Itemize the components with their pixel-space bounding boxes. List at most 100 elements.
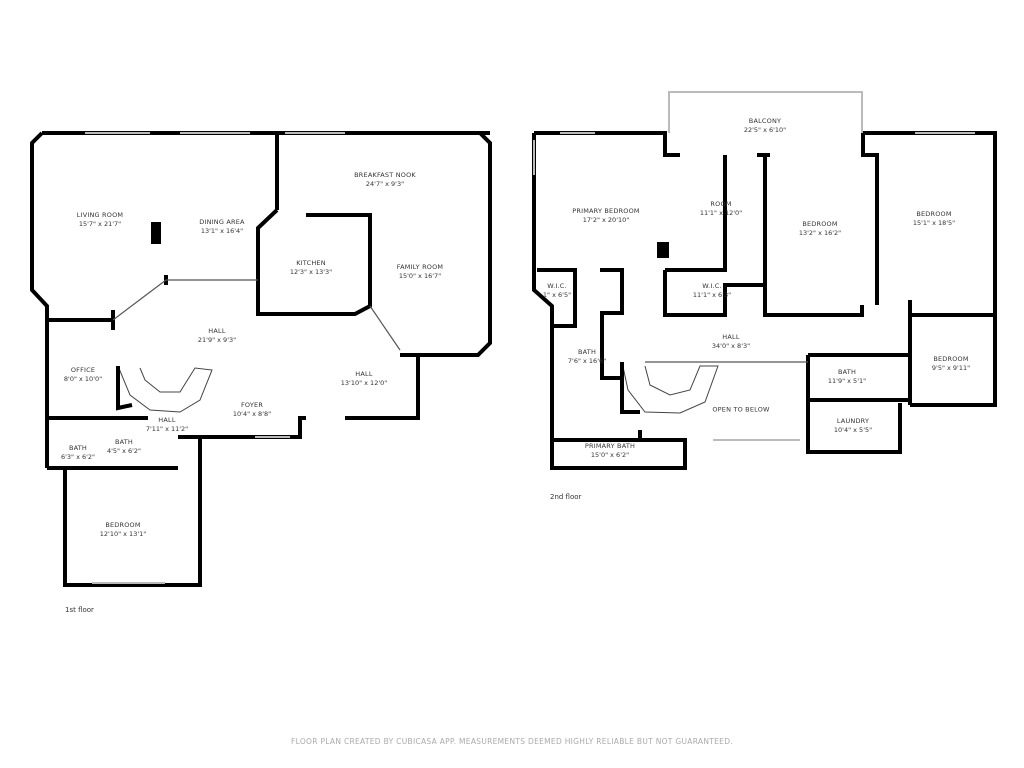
room-name: DINING AREA bbox=[199, 218, 245, 226]
room-dimensions: 13'1" x 16'4" bbox=[200, 227, 244, 235]
room-name: ROOM bbox=[710, 200, 732, 208]
room-name: PRIMARY BATH bbox=[584, 442, 636, 450]
room-name: BALCONY bbox=[748, 117, 782, 125]
room-dimensions: 22'5" x 6'10" bbox=[743, 126, 787, 134]
room-name: BATH bbox=[68, 444, 88, 452]
room-dimensions: 1" x 6'5" bbox=[542, 291, 572, 299]
room-name: HALL bbox=[158, 416, 176, 424]
floor-label-2nd: 2nd floor bbox=[550, 493, 582, 501]
fireplace bbox=[151, 222, 161, 244]
wall bbox=[665, 155, 727, 272]
room-label: OPEN TO BELOW bbox=[712, 406, 769, 415]
room-dimensions: 15'0" x 16'7" bbox=[398, 272, 442, 280]
wall bbox=[400, 131, 492, 357]
room-name: KITCHEN bbox=[296, 259, 326, 267]
room-dimensions: 34'0" x 8'3" bbox=[711, 342, 751, 350]
staircase bbox=[117, 365, 213, 413]
wall bbox=[116, 366, 133, 411]
room-name: W.I.C. bbox=[702, 282, 722, 290]
room-dimensions: 15'1" x 18'5" bbox=[912, 219, 956, 227]
wall bbox=[620, 362, 640, 414]
wall bbox=[63, 437, 202, 587]
footer-disclaimer: FLOOR PLAN CREATED BY CUBICASA APP. MEAS… bbox=[291, 737, 733, 746]
room-name: BEDROOM bbox=[916, 210, 952, 218]
room-dimensions: 10'4" x 8'8" bbox=[232, 410, 272, 418]
room-dimensions: 11'1" x 12'0" bbox=[699, 209, 743, 217]
room-dimensions: 11'9" x 5'1" bbox=[827, 377, 867, 385]
wall bbox=[806, 355, 902, 454]
room-name: LIVING ROOM bbox=[76, 211, 124, 219]
fireplace bbox=[657, 242, 669, 258]
room-dimensions: 11'1" x 6'3" bbox=[692, 291, 732, 299]
room-name: BATH bbox=[577, 348, 597, 356]
room-dimensions: 4'5" x 6'2" bbox=[106, 447, 142, 455]
room-dimensions: 12'3" x 13'3" bbox=[289, 268, 333, 276]
wall bbox=[537, 268, 577, 328]
wall bbox=[663, 270, 765, 317]
room-dimensions: 17'2" x 20'10" bbox=[582, 216, 630, 224]
room-dimensions: 8'0" x 10'0" bbox=[63, 375, 103, 383]
staircase bbox=[621, 361, 719, 414]
room-dimensions: 7'6" x 16'6" bbox=[567, 357, 607, 365]
room-name: BEDROOM bbox=[802, 220, 838, 228]
wall bbox=[30, 131, 49, 415]
floor-label-1st: 1st floor bbox=[65, 606, 94, 614]
room-name: BEDROOM bbox=[933, 355, 969, 363]
wall bbox=[256, 208, 306, 316]
room-dimensions: 7'11" x 11'2" bbox=[145, 425, 189, 433]
room-name: BATH bbox=[114, 438, 134, 446]
room-name: HALL bbox=[722, 333, 740, 341]
room-dimensions: 13'2" x 16'2" bbox=[798, 229, 842, 237]
room-name: BREAKFAST NOOK bbox=[354, 171, 416, 179]
room-name: PRIMARY BEDROOM bbox=[572, 207, 640, 215]
wall bbox=[345, 355, 420, 420]
room-name: OFFICE bbox=[70, 366, 96, 374]
room-name: HALL bbox=[355, 370, 373, 378]
room-dimensions: 10'4" x 5'5" bbox=[833, 426, 873, 434]
half-wall bbox=[112, 279, 167, 321]
room-label: W.I.C.1" x 6'5" bbox=[543, 282, 571, 300]
room-dimensions: 24'7" x 9'3" bbox=[365, 180, 405, 188]
room-dimensions: 9'5" x 9'11" bbox=[931, 364, 971, 372]
wall bbox=[532, 133, 687, 470]
balcony-railing bbox=[668, 91, 863, 133]
wall bbox=[861, 133, 879, 305]
room-name: FAMILY ROOM bbox=[396, 263, 444, 271]
room-dimensions: 6'3" x 6'2" bbox=[60, 453, 96, 461]
room-dimensions: 15'0" x 6'2" bbox=[590, 451, 630, 459]
room-dimensions: 12'10" x 13'1" bbox=[99, 530, 147, 538]
room-dimensions: 13'10" x 12'0" bbox=[340, 379, 388, 387]
room-dimensions: 21'9" x 9'3" bbox=[197, 336, 237, 344]
room-name: BATH bbox=[837, 368, 857, 376]
room-name: BEDROOM bbox=[105, 521, 141, 529]
half-wall bbox=[369, 305, 401, 351]
wall bbox=[763, 155, 864, 317]
wall bbox=[178, 416, 306, 439]
wall bbox=[600, 268, 624, 380]
room-name: W.I.C. bbox=[547, 282, 567, 290]
room-name: LAUNDRY bbox=[836, 417, 870, 425]
room-name: FOYER bbox=[240, 401, 264, 409]
